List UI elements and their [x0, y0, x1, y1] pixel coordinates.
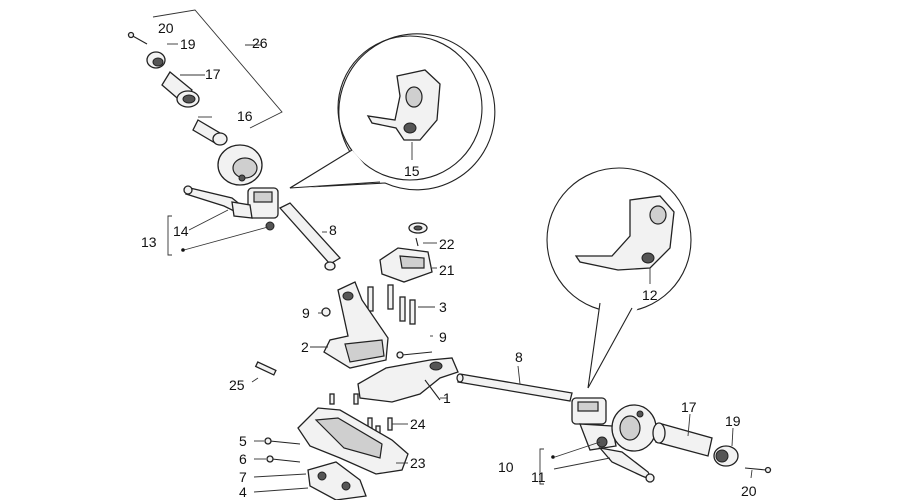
label-22: 22 — [439, 236, 455, 252]
label-13: 13 — [141, 234, 157, 250]
label-17-right: 17 — [681, 399, 697, 415]
label-17-top: 17 — [205, 66, 221, 82]
label-9-right: 9 — [439, 329, 447, 345]
part-labels: 20 19 26 17 16 15 13 14 8 22 21 9 3 2 9 … — [141, 20, 757, 500]
label-10: 10 — [498, 459, 514, 475]
label-1: 1 — [443, 390, 451, 406]
label-23: 23 — [410, 455, 426, 471]
label-5: 5 — [239, 433, 247, 449]
label-11: 11 — [531, 469, 546, 485]
label-9-left: 9 — [302, 305, 310, 321]
right-grip-assembly — [539, 397, 772, 485]
left-grip-assembly — [127, 9, 283, 256]
label-21: 21 — [439, 262, 455, 278]
label-4: 4 — [239, 484, 247, 500]
left-handlebar-tube — [278, 202, 342, 271]
label-15: 15 — [404, 163, 420, 179]
label-6: 6 — [239, 451, 247, 467]
label-8-left: 8 — [329, 222, 337, 238]
callout-bubble-15 — [288, 33, 496, 191]
lower-cover-assembly — [251, 361, 409, 500]
label-16: 16 — [237, 108, 253, 124]
label-20-right: 20 — [741, 483, 757, 499]
label-25: 25 — [229, 377, 245, 393]
right-handlebar-tube — [456, 365, 573, 402]
label-8-right: 8 — [515, 349, 523, 365]
label-26: 26 — [252, 35, 268, 51]
handlebar-clamp-assembly — [310, 222, 459, 403]
label-12: 12 — [642, 287, 658, 303]
label-19-right: 19 — [725, 413, 741, 429]
label-7: 7 — [239, 469, 247, 485]
label-24: 24 — [410, 416, 426, 432]
label-14: 14 — [173, 223, 189, 239]
label-3: 3 — [439, 299, 447, 315]
label-20-top: 20 — [158, 20, 174, 36]
label-19-top: 19 — [180, 36, 196, 52]
callout-bubble-12 — [546, 167, 692, 389]
label-2: 2 — [301, 339, 309, 355]
